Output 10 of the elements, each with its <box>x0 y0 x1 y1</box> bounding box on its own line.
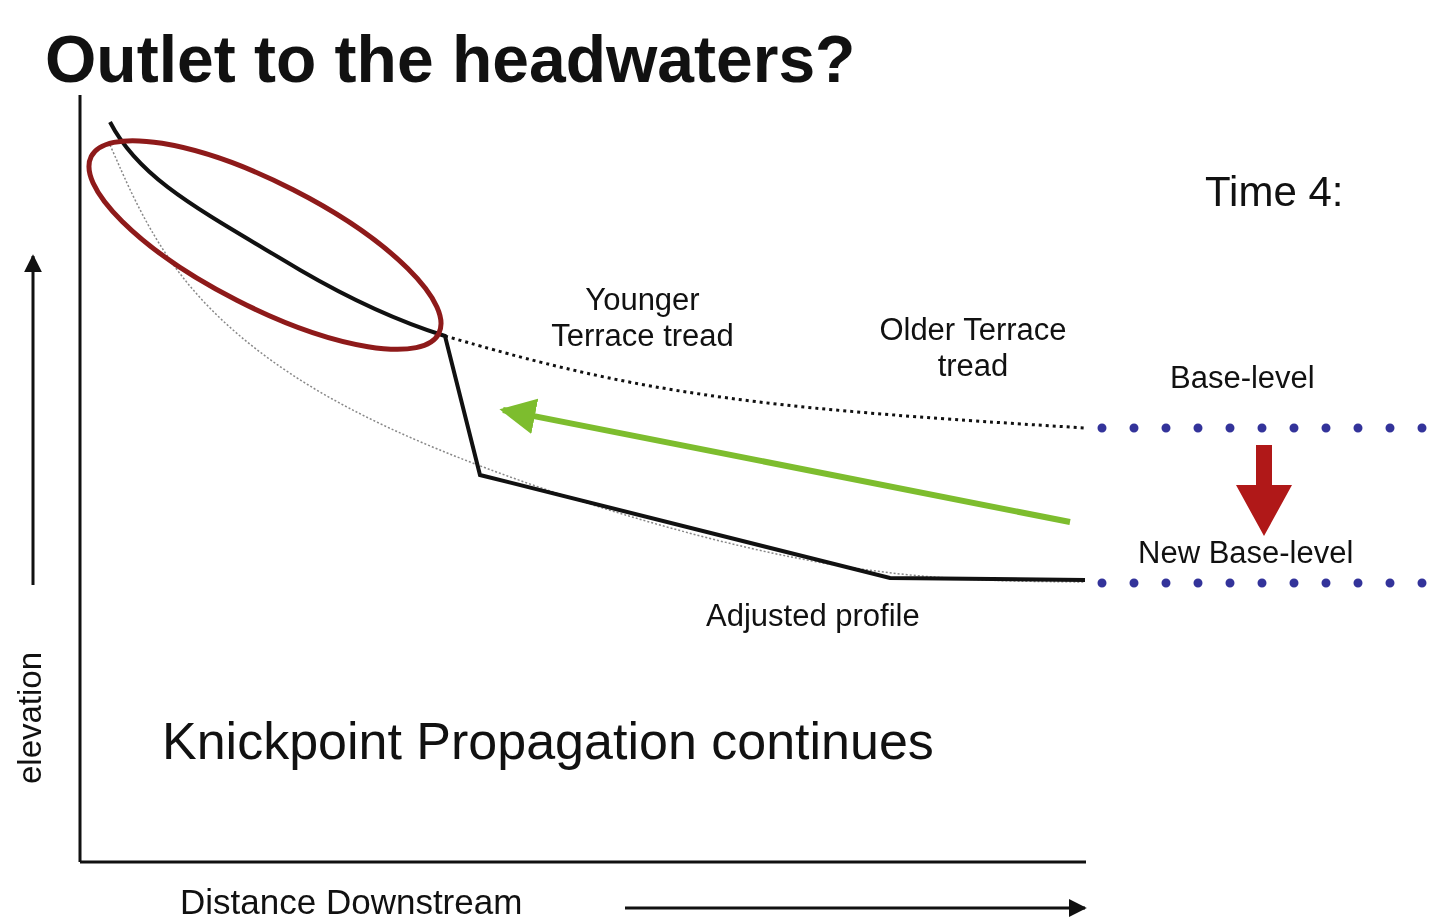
profile-label: Adjusted profile <box>706 598 920 634</box>
base-level-label: New Base-level <box>1138 535 1354 571</box>
axis-label: Distance Downstream <box>180 882 523 922</box>
terrace-label: Older Terrace tread <box>878 312 1068 384</box>
terrace-label: Younger Terrace tread <box>550 282 735 354</box>
axis-label: elevation <box>11 651 49 785</box>
title: Outlet to the headwaters? <box>45 22 856 98</box>
caption-text: Knickpoint Propagation continues <box>162 712 934 772</box>
base-level-label: Base-level <box>1170 360 1315 396</box>
time-label: Time 4: <box>1205 168 1344 217</box>
